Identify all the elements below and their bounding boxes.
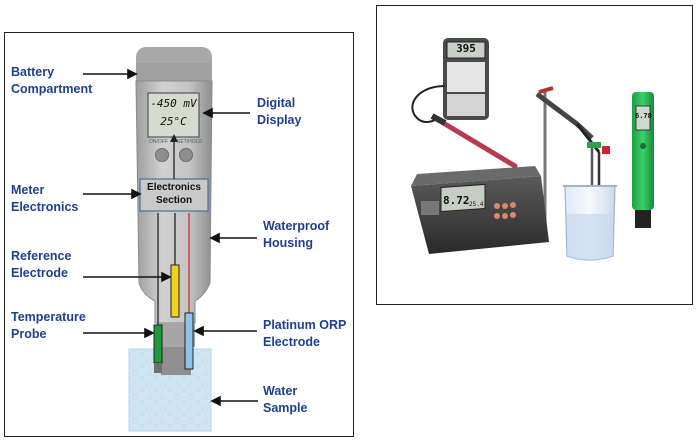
pen-meter [632, 92, 654, 228]
lcd-line-2: 25°C [160, 115, 187, 128]
bench-meter [411, 166, 549, 254]
electronics-section-label: Electronics Section [147, 182, 201, 206]
handheld-meter [411, 38, 518, 169]
instruments-illustration [411, 38, 654, 261]
button-label-set-hold: SET/HOLD [177, 139, 203, 145]
platinum-orp-electrode [184, 312, 194, 370]
annotation-arrows [83, 68, 258, 407]
pen-readout: 6.78 [635, 112, 652, 120]
temperature-probe [153, 324, 163, 364]
bench-secondary-readout: 25.4 [469, 201, 484, 208]
electronics-section-box [139, 178, 209, 212]
button-label-on-off: ON/OFF [149, 139, 168, 145]
label-digital-display: Digital Display [257, 96, 302, 127]
beaker [563, 185, 617, 261]
label-reference-electrode: Reference Electrode [11, 249, 72, 280]
label-meter-electronics: Meter Electronics [11, 183, 79, 214]
label-platinum-orp-electrode: Platinum ORP Electrode [263, 318, 347, 349]
label-waterproof-housing: Waterproof Housing [263, 219, 330, 250]
label-water-sample: Water Sample [263, 384, 308, 415]
label-temperature-probe: Temperature Probe [11, 310, 86, 341]
label-battery-compartment: Battery Compartment [11, 65, 93, 96]
orp-meter-diagram: -450 mV 25°C ON/OFF SET/HOLD Electronics… [4, 32, 354, 437]
orp-meter-illustration [83, 47, 258, 432]
button-on-off [155, 148, 169, 162]
handheld-readout: 395 [456, 42, 476, 55]
lcd-screen [147, 92, 200, 138]
button-set-hold [179, 148, 193, 162]
bench-readout: 8.72 [443, 194, 470, 207]
instruments-photo: 395 8.72 25.4 6.78 [376, 5, 693, 305]
lcd-line-1: -450 mV [150, 97, 197, 110]
reference-electrode [170, 264, 180, 318]
